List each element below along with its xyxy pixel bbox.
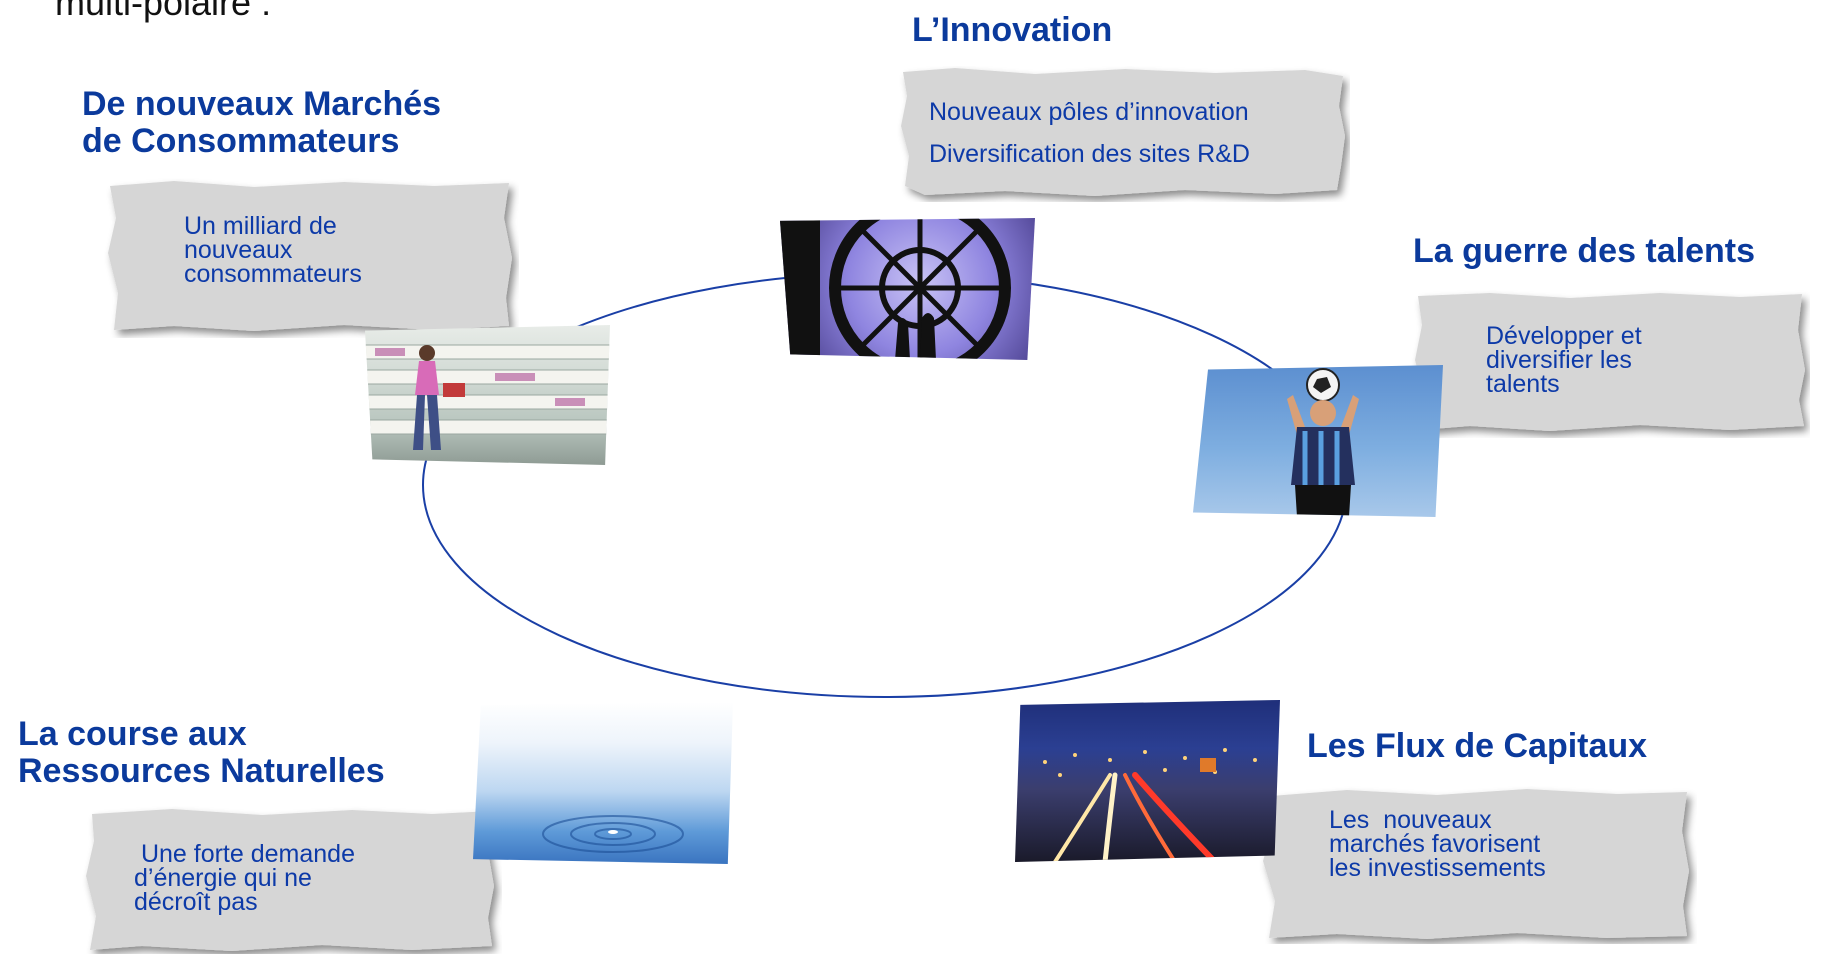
consumers-card: Un milliard de nouveaux consommateurs — [104, 178, 519, 338]
capital-item: Les nouveaux — [1329, 806, 1492, 834]
innovation-title-line: L’Innovation — [912, 11, 1113, 49]
water-ripple-icon — [542, 815, 684, 853]
innovation-title: L’Innovation — [912, 12, 1112, 49]
resources-title: La course aux Ressources Naturelles — [18, 716, 385, 790]
resources-title-line: La course aux — [18, 715, 247, 753]
talents-item: Développer et — [1486, 322, 1642, 350]
innovation-item: Nouveaux pôles d’innovation — [929, 98, 1249, 126]
city-traffic-icon — [1043, 748, 1257, 862]
city-night-traffic-photo — [1015, 700, 1280, 862]
supermarket-shopper-photo — [365, 325, 610, 465]
shopper-icon — [365, 344, 610, 450]
clock-window-photo — [780, 218, 1035, 360]
clock-icon — [780, 218, 1011, 360]
capital-title-line: Les Flux de Capitaux — [1307, 727, 1648, 765]
talents-title-line: La guerre des talents — [1413, 232, 1756, 270]
capital-card: Les nouveaux marchés favorisent les inve… — [1257, 786, 1697, 944]
innovation-card-shape — [901, 68, 1345, 196]
consumers-title-line: de Consommateurs — [82, 122, 400, 160]
resources-title-line: Ressources Naturelles — [18, 752, 385, 790]
consumers-item: consommateurs — [184, 260, 362, 288]
capital-item: les investissements — [1329, 854, 1546, 882]
innovation-item: Diversification des sites R&D — [929, 140, 1250, 168]
talents-item: diversifier les — [1486, 346, 1632, 374]
consumers-item: nouveaux — [184, 236, 293, 264]
talents-item: talents — [1486, 370, 1560, 398]
talents-card-shape — [1415, 293, 1805, 431]
talents-title: La guerre des talents — [1413, 233, 1755, 270]
capital-item: marchés favorisent — [1329, 830, 1541, 858]
water-ripple-photo — [473, 702, 733, 864]
resources-item: Une forte demande — [134, 840, 355, 868]
consumers-title-line: De nouveaux Marchés — [82, 85, 442, 123]
consumers-item: Un milliard de — [184, 212, 337, 240]
consumers-card-shape — [108, 181, 512, 331]
consumers-title: De nouveaux Marchés de Consommateurs — [82, 86, 441, 160]
soccer-player-icon — [1287, 368, 1359, 517]
resources-card-shape — [86, 809, 494, 951]
resources-item: d’énergie qui ne — [134, 864, 312, 892]
capital-card-shape — [1263, 789, 1689, 939]
top-fragment-text: multi-polaire : — [55, 0, 272, 23]
innovation-card: Nouveaux pôles d’innovation Diversificat… — [895, 66, 1350, 202]
resources-item: décroît pas — [134, 888, 258, 916]
talents-card: Développer et diversifier les talents — [1410, 290, 1810, 438]
soccer-player-photo — [1193, 365, 1443, 517]
resources-card: Une forte demande d’énergie qui ne décro… — [82, 806, 502, 954]
capital-title: Les Flux de Capitaux — [1307, 728, 1647, 765]
